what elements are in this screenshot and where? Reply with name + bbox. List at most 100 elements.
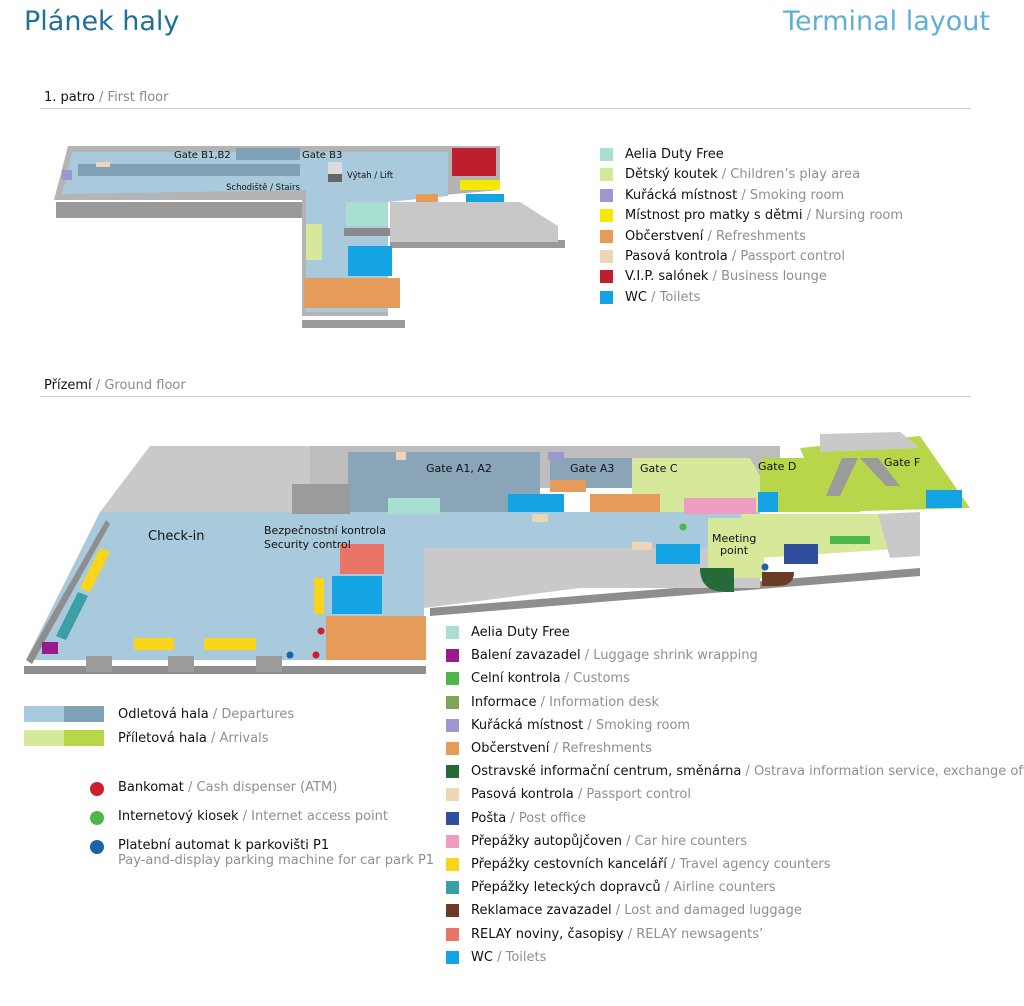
gf-departures-floor — [26, 512, 760, 660]
gf-legend-label-cz: Pasová kontrola — [471, 787, 574, 803]
hall-legend-label-en: / Arrivals — [206, 730, 269, 746]
ff-gate-area — [236, 148, 300, 160]
gf-legend-swatch — [446, 626, 459, 639]
gf-passport-control-a — [396, 452, 406, 460]
ff-vip-lounge — [452, 148, 496, 176]
ff-legend-label-en: / Children’s play area — [717, 167, 861, 183]
gf-wc-arrivals — [656, 544, 700, 564]
first-floor-heading-cz: 1. patro — [44, 90, 95, 105]
gf-legend-swatch — [446, 718, 459, 732]
gf-legend-swatch — [446, 858, 459, 871]
ff-legend-label-en: / Passport control — [727, 249, 845, 264]
gf-legend-item: RELAY noviny, časopisy / RELAY newsagent… — [446, 927, 763, 942]
gf-relay — [340, 544, 384, 574]
gf-label-check-in: Check-in — [148, 529, 205, 544]
page-title-en: Terminal layout — [783, 6, 990, 37]
ff-legend-item: Aelia Duty Free — [600, 147, 724, 162]
ff-legend-label-cz: Občerstvení — [625, 228, 704, 244]
ff-legend-label-cz: Dětský koutek — [625, 167, 718, 183]
gf-legend-swatch — [446, 811, 459, 825]
gf-legend-swatch — [446, 927, 459, 941]
gf-legend-label-en: / Smoking room — [583, 717, 691, 733]
gf-wc-f — [926, 490, 962, 508]
gf-pillar-1 — [86, 656, 112, 672]
gf-legend-swatch — [446, 904, 459, 918]
gf-refreshments-a3 — [590, 494, 660, 512]
gf-travel-agency-2 — [314, 578, 324, 614]
gf-legend-item: Přepážky cestovních kanceláří / Travel a… — [446, 857, 830, 872]
hall-legend-item: Příletová hala / Arrivals — [24, 730, 268, 746]
ff-legend-swatch — [600, 290, 613, 304]
gf-parking-machine-2 — [761, 563, 769, 571]
ff-refreshments-bottom — [304, 278, 400, 308]
point-legend-dot — [90, 840, 104, 854]
ff-smoking-room — [62, 170, 72, 180]
hall-legend-label-cz: Příletová hala — [118, 730, 207, 746]
gf-legend-label-cz: Balení zavazadel — [471, 648, 581, 664]
gf-legend-swatch — [446, 742, 459, 755]
hall-legend-item: Odletová hala / Departures — [24, 706, 294, 722]
ff-base-shadow — [56, 202, 302, 218]
point-legend-item: Internetový kiosek / Internet access poi… — [90, 809, 388, 825]
ff-legend-swatch — [600, 209, 613, 223]
point-legend-label-en: / Cash dispenser (ATM) — [183, 780, 338, 795]
gf-legend-label-cz: Aelia Duty Free — [471, 625, 570, 640]
gf-legend-item: Pošta / Post office — [446, 811, 586, 826]
ff-duty-free — [346, 202, 388, 226]
gf-legend-label-cz: Přepážky cestovních kanceláří — [471, 857, 667, 872]
ff-legend-label-cz: Kuřácká místnost — [625, 187, 738, 203]
gf-legend-label-en: / Luggage shrink wrapping — [580, 648, 758, 664]
point-legend-label-cz: Internetový kiosek / Internet access poi… — [118, 809, 388, 824]
gf-legend-item: Balení zavazadel / Luggage shrink wrappi… — [446, 648, 758, 663]
gf-legend-label-cz: Reklamace zavazadel — [471, 903, 612, 919]
gf-legend-item: Aelia Duty Free — [446, 625, 570, 640]
ff-base-shadow-2 — [302, 320, 405, 328]
ff-wc-right — [466, 194, 504, 202]
gf-wc-d — [758, 492, 778, 512]
ground-floor-divider — [40, 396, 971, 397]
gf-car-hire — [684, 498, 756, 514]
ff-label-gate-b1b2: Gate B1,B2 — [174, 150, 231, 161]
hall-legend-label-en: / Departures — [208, 706, 295, 722]
gf-post-office — [784, 544, 818, 564]
gf-atm-2 — [312, 651, 320, 659]
gf-back-building — [100, 446, 310, 512]
ff-duty-free-shadow — [344, 228, 390, 236]
ff-legend-item: V.I.P. salónek / Business lounge — [600, 269, 827, 284]
ff-legend-label-en: / Business lounge — [708, 269, 827, 285]
gf-legend-label-cz: Informace — [471, 694, 537, 710]
first-floor-heading: 1. patro / First floor — [44, 90, 168, 105]
ff-legend-swatch — [600, 148, 613, 161]
ff-label-gate-b3: Gate B3 — [302, 150, 342, 161]
ground-floor-heading-sep: / — [91, 378, 105, 393]
gf-refreshments-large — [326, 616, 426, 660]
gf-smoking-room — [548, 452, 564, 460]
gf-legend-label-en: / Ostrava information service, exchange … — [741, 764, 1024, 780]
gf-legend-label-en: / Lost and damaged luggage — [611, 903, 802, 919]
gf-legend-label-en: / Information desk — [536, 694, 660, 710]
gf-legend-label-en: / Car hire counters — [622, 833, 747, 849]
gf-legend-swatch — [446, 834, 459, 848]
gf-legend-label-cz: Přepážky autopůjčoven — [471, 833, 622, 849]
gf-legend-swatch — [446, 649, 459, 663]
gf-label-meeting: Meeting — [712, 532, 756, 545]
ground-floor-heading: Přízemí / Ground floor — [44, 378, 186, 393]
gf-security-walls — [292, 484, 350, 514]
ff-legend-swatch — [600, 188, 613, 202]
gf-legend-swatch — [446, 672, 459, 686]
gf-right-wall — [878, 512, 920, 558]
ff-label-stairs: Schodiště / Stairs — [226, 182, 300, 193]
ff-legend-label-en: / Refreshments — [703, 228, 806, 244]
ff-legend-swatch — [600, 250, 613, 263]
gf-luggage-wrapping — [42, 642, 58, 654]
hall-legend-swatch — [24, 730, 104, 746]
ff-wc-lower — [348, 246, 392, 276]
first-floor-divider — [40, 108, 971, 109]
ff-legend-item: Dětský koutek / Children’s play area — [600, 167, 860, 182]
ff-legend-item: Místnost pro matky s dětmi / Nursing roo… — [600, 208, 903, 223]
gf-legend-item: Reklamace zavazadel / Lost and damaged l… — [446, 903, 802, 918]
ground-floor-heading-en: Ground floor — [104, 378, 186, 393]
gf-meeting-point — [708, 518, 766, 578]
gf-label-gate-a3: Gate A3 — [570, 462, 614, 475]
